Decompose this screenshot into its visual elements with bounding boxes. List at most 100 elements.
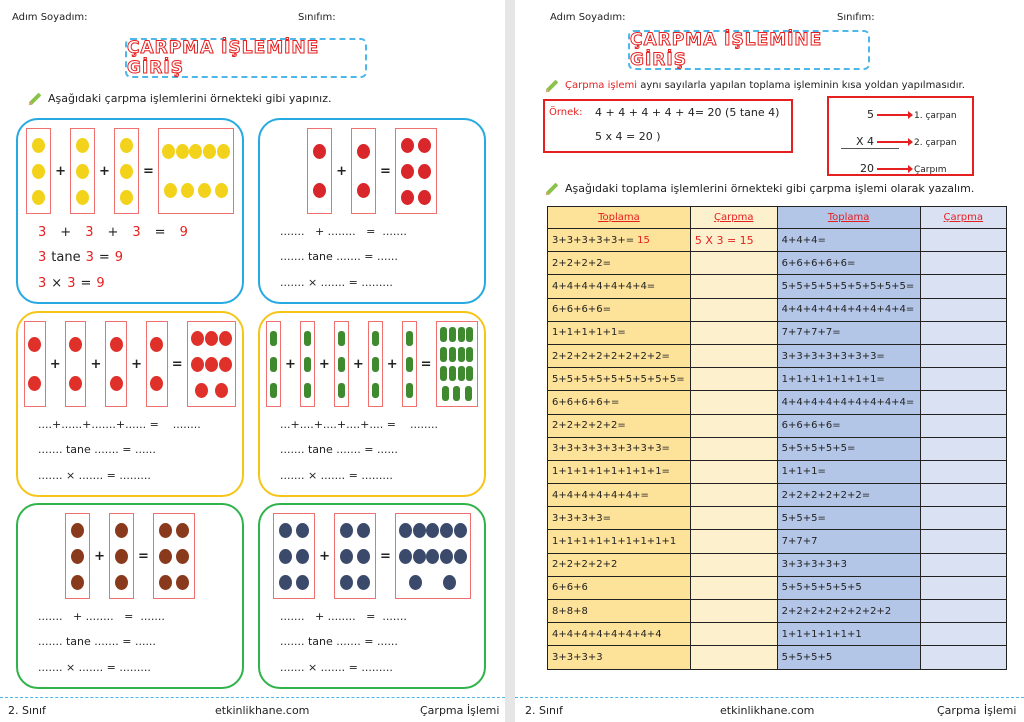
blank-sum-line[interactable]: ....... + ........ = ....... [280, 610, 407, 623]
blank-sum-line[interactable]: ....... + ........ = ....... [280, 225, 407, 238]
multiplication-answer-cell[interactable]: 5 X 3 = 15 [689, 227, 778, 253]
multiplication-answer-cell[interactable] [689, 436, 778, 461]
multiplication-answer-cell[interactable] [689, 367, 778, 392]
multiplication-answer-cell[interactable] [689, 390, 778, 415]
blank-tane-line[interactable]: ....... tane ....... = ...... [38, 443, 156, 456]
name-label: Adım Soyadım: [550, 12, 626, 23]
blank-mult-line[interactable]: ....... × ....... = ......... [38, 661, 151, 674]
addition-text: 4+4+4= [781, 234, 826, 246]
blank-sum-line[interactable]: ....... + ........ = ....... [38, 610, 165, 623]
addition-cell: 3+3+3+3+3+3+3+3= [547, 436, 691, 461]
blank-mult-line[interactable]: ....... × ....... = ......... [280, 469, 393, 482]
cactus-icon [464, 385, 472, 401]
apple-icon [109, 376, 123, 391]
bird-icon [412, 548, 426, 564]
multiplication-answer-cell[interactable] [689, 483, 778, 508]
multiplication-answer-cell[interactable] [919, 506, 1008, 531]
footer-topic: Çarpma İşlemi [420, 704, 500, 717]
exercise-box-violin: +=....... + ........ = .............. ta… [16, 503, 244, 689]
blank-mult-line[interactable]: ....... × ....... = ......... [280, 276, 393, 289]
multiplication-answer-cell[interactable] [689, 274, 778, 299]
instruction-text: Aşağıdaki çarpma işlemlerini örnekteki g… [48, 92, 332, 105]
multiplication-answer-cell[interactable] [919, 320, 1008, 345]
blank-tane-line[interactable]: ....... tane ....... = ...... [280, 250, 398, 263]
definition-text: aynı sayılarla yapılan toplama işleminin… [637, 80, 965, 91]
multiplication-answer-cell[interactable] [689, 413, 778, 438]
cactus-icon [303, 356, 311, 372]
blank-sum-line[interactable]: ....+......+.......+...... = ........ [38, 418, 201, 431]
multiplication-answer-cell[interactable] [919, 575, 1008, 601]
pencil-icon [545, 79, 559, 92]
blank-tane-line[interactable]: ....... tane ....... = ...... [280, 443, 398, 456]
multiplication-answer-cell[interactable] [919, 251, 1008, 276]
multiplication-answer-cell[interactable] [689, 297, 778, 322]
equals-sign: = [420, 356, 432, 372]
plus-sign: + [131, 356, 143, 372]
strawberry-icon [313, 144, 327, 159]
blank-mult-line[interactable]: ....... × ....... = ......... [280, 661, 393, 674]
multiplication-answer-cell[interactable] [689, 320, 778, 345]
multiplication-answer-cell[interactable] [919, 390, 1008, 415]
addition-cell: 5+5+5= [776, 506, 921, 531]
bird-icon [409, 574, 423, 590]
multiplication-answer-cell[interactable] [919, 483, 1008, 508]
multiplication-answer-cell[interactable] [919, 274, 1008, 299]
bird-result-group [394, 513, 471, 599]
multiplication-answer-cell[interactable] [919, 552, 1008, 577]
apple-icon [69, 376, 83, 391]
multiplication-answer-cell[interactable] [919, 645, 1008, 670]
pear-icon [119, 163, 133, 179]
multiplication-answer-cell[interactable] [919, 436, 1008, 461]
multiplication-answer-cell[interactable] [689, 251, 778, 276]
multiplication-answer-cell[interactable] [919, 413, 1008, 438]
addition-cell: 7+7+7 [776, 529, 921, 554]
multiplication-answer-cell[interactable] [919, 227, 1008, 253]
multiplication-answer-cell[interactable] [689, 459, 778, 485]
blank-mult-line[interactable]: ....... × ....... = ......... [38, 469, 151, 482]
multiplication-answer-cell[interactable] [919, 529, 1008, 554]
bird-icon [279, 522, 293, 538]
addition-text: 1+1+1+1+1= [552, 327, 626, 339]
bird-pictures: += [266, 511, 478, 601]
example-token: 9 [96, 276, 105, 291]
multiplication-answer-cell[interactable] [689, 343, 778, 369]
multiplication-answer-cell[interactable] [689, 598, 778, 624]
strawberry-icon [313, 183, 327, 198]
factor-label: 2. çarpan [914, 138, 957, 148]
multiplication-answer-cell[interactable] [689, 622, 778, 647]
multiplication-answer-cell[interactable] [689, 645, 778, 670]
left-page: Adım Soyadım: Sınıfım: ÇARPMA İŞLEMİNE G… [0, 0, 505, 722]
table-row: 2+2+2+2+2=6+6+6+6= [547, 413, 1008, 438]
addition-text: 3+3+3+3+3+3+3+3= [552, 443, 670, 455]
multiplication-answer-cell[interactable] [919, 598, 1008, 624]
multiplication-answer-cell[interactable] [919, 622, 1008, 647]
bird-icon [357, 574, 370, 590]
bird-icon [296, 548, 310, 564]
multiplication-answer-cell[interactable] [919, 297, 1008, 322]
cactus-icon [466, 366, 474, 382]
example-token: + [107, 225, 119, 240]
multiplication-answer-cell[interactable] [919, 459, 1008, 485]
blank-tane-line[interactable]: ....... tane ....... = ...... [280, 635, 398, 648]
right-page: Adım Soyadım: Sınıfım: ÇARPMA İŞLEMİNE G… [515, 0, 1024, 722]
addition-text: 3+3+3+3= [552, 512, 611, 524]
multiplication-answer-cell[interactable] [919, 367, 1008, 392]
multiplication-answer-cell[interactable] [689, 529, 778, 554]
blank-tane-line[interactable]: ....... tane ....... = ...... [38, 635, 156, 648]
multiplication-answer-cell[interactable] [689, 575, 778, 601]
addition-cell: 4+4+4= [776, 227, 921, 253]
arrow-icon [877, 111, 913, 119]
pear-group [26, 128, 52, 214]
multiplication-answer-cell[interactable] [689, 506, 778, 531]
addition-cell: 5+5+5+5+5+5+5+5+5= [776, 274, 921, 299]
example-label: Örnek: [549, 107, 583, 118]
table-row: 3+3+3+3= 5+5+5= [547, 506, 1008, 531]
blank-sum-line[interactable]: ...+....+....+....+.... = ........ [280, 418, 438, 431]
multiplication-answer-cell[interactable] [919, 343, 1008, 369]
addition-text: 1+1+1+1+1+1+1+1+1 [552, 536, 677, 548]
cactus-icon [371, 330, 379, 346]
multiplication-answer-cell[interactable] [689, 552, 778, 577]
apple-icon [150, 376, 164, 391]
addition-cell: 5+5+5+5+5+5+5+5+5= [547, 367, 691, 392]
